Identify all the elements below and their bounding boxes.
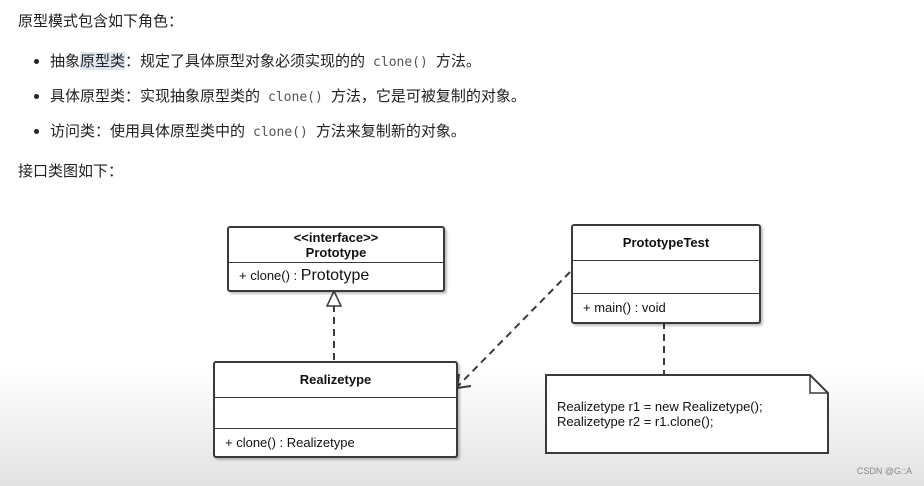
interface-name: Prototype — [305, 245, 367, 260]
operation: + main() : void — [573, 293, 759, 322]
note-line: Realizetype r1 = new Realizetype(); — [557, 399, 763, 414]
stereotype-label: <<interface>> — [293, 230, 379, 245]
attributes-section — [573, 260, 759, 293]
prototype-test-class-box: PrototypeTest + main() : void — [571, 224, 761, 324]
list-item: 具体原型类：实现抽象原型类的 clone() 方法，它是可被复制的对象。 — [22, 79, 526, 114]
role-suffix: 方法。 — [435, 52, 481, 70]
code-snippet: clone() — [268, 90, 323, 105]
role-highlight: 原型类 — [80, 52, 126, 70]
class-name: Realizetype — [299, 372, 372, 387]
role-suffix: 方法，它是可被复制的对象。 — [330, 87, 526, 105]
code-snippet: clone() — [373, 55, 428, 70]
roles-list: 抽象原型类：规定了具体原型对象必须实现的的 clone() 方法。 具体原型类：实现… — [22, 44, 526, 149]
operation-return-type: Prototype — [300, 267, 370, 284]
role-text: 访问类：使用具体原型类中的 — [50, 122, 246, 140]
class-name: PrototypeTest — [622, 235, 710, 250]
intro-text: 原型模式包含如下角色： — [18, 12, 184, 30]
note-shape — [545, 374, 829, 454]
dependency-line — [457, 271, 571, 387]
operation: + clone() : Prototype — [229, 262, 443, 289]
code-snippet: clone() — [253, 125, 308, 140]
operation-signature: + clone() : — [239, 268, 298, 283]
operation: + clone() : Realizetype — [215, 428, 456, 456]
realizetype-class-box: Realizetype + clone() : Realizetype — [213, 361, 458, 458]
class-name: <<interface>> Prototype — [229, 228, 443, 262]
list-item: 抽象原型类：规定了具体原型对象必须实现的的 clone() 方法。 — [22, 44, 526, 79]
diagram-caption: 接口类图如下： — [18, 162, 124, 180]
note-text: Realizetype r1 = new Realizetype(); Real… — [557, 399, 763, 429]
prototype-interface-box: <<interface>> Prototype + clone() : Prot… — [227, 226, 445, 292]
role-text: ：规定了具体原型对象必须实现的的 — [125, 52, 366, 70]
note-line: Realizetype r2 = r1.clone(); — [557, 414, 714, 429]
realization-arrowhead — [325, 289, 343, 307]
role-suffix: 方法来复制新的对象。 — [315, 122, 466, 140]
attributes-section — [215, 397, 456, 428]
note-fold — [809, 375, 828, 394]
role-text: 具体原型类：实现抽象原型类的 — [50, 87, 261, 105]
list-item: 访问类：使用具体原型类中的 clone() 方法来复制新的对象。 — [22, 114, 526, 149]
watermark: CSDN @G::A — [856, 466, 912, 476]
role-prefix: 抽象 — [50, 52, 81, 70]
